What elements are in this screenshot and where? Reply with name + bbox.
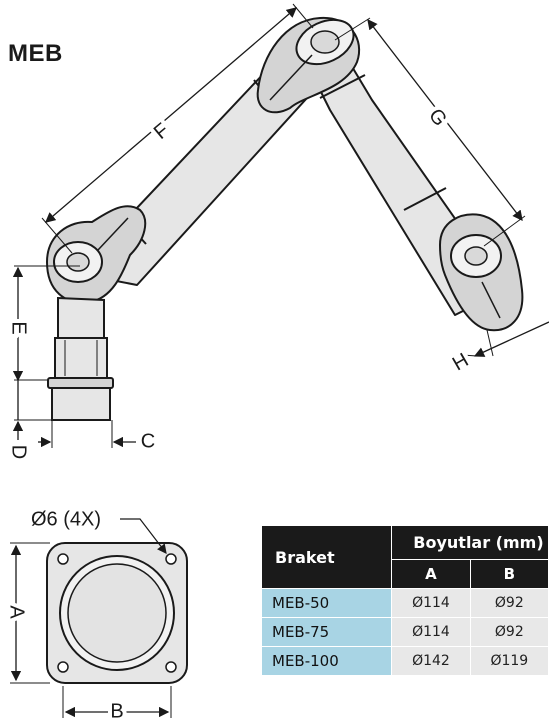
table-row: MEB-50 Ø114 Ø92 (260, 588, 549, 618)
dimension-f (41, 3, 314, 254)
table-header-braket: Braket (260, 525, 393, 589)
dimension-a (10, 542, 50, 684)
table-header-dimensions: Boyutlar (mm) (391, 525, 549, 560)
dimension-b (62, 686, 172, 718)
table-row: MEB-75 Ø114 Ø92 (260, 617, 549, 647)
label-c: C (141, 430, 155, 452)
table-header-b: B (469, 558, 549, 590)
label-holes: Ø6 (4X) (31, 508, 101, 530)
bracket-plate (46, 542, 188, 684)
dimension-c (38, 420, 136, 448)
label-b: B (110, 700, 123, 722)
vertical-tube (47, 296, 114, 421)
table-cell-model: MEB-50 (260, 588, 393, 618)
table-cell-b: Ø92 (469, 588, 549, 618)
dimension-g (334, 17, 526, 247)
right-joint (438, 213, 524, 332)
table-cell-a: Ø114 (391, 588, 471, 618)
dimension-e (12, 265, 80, 382)
holes-leader (120, 518, 167, 554)
dimension-h (461, 321, 549, 357)
table-header-a: A (391, 558, 471, 590)
table-cell-a: Ø142 (391, 646, 471, 676)
table-cell-model: MEB-75 (260, 617, 393, 647)
label-e: E (8, 321, 30, 334)
table-cell-model: MEB-100 (260, 646, 393, 676)
label-a: A (6, 605, 28, 619)
dimension-d (12, 380, 52, 440)
table-cell-b: Ø119 (469, 646, 549, 676)
table-cell-a: Ø114 (391, 617, 471, 647)
spec-table: Braket Boyutlar (mm) A B MEB-50 Ø114 Ø92… (260, 525, 549, 676)
table-row: MEB-100 Ø142 Ø119 (260, 646, 549, 676)
label-d: D (8, 445, 30, 459)
table-cell-b: Ø92 (469, 617, 549, 647)
